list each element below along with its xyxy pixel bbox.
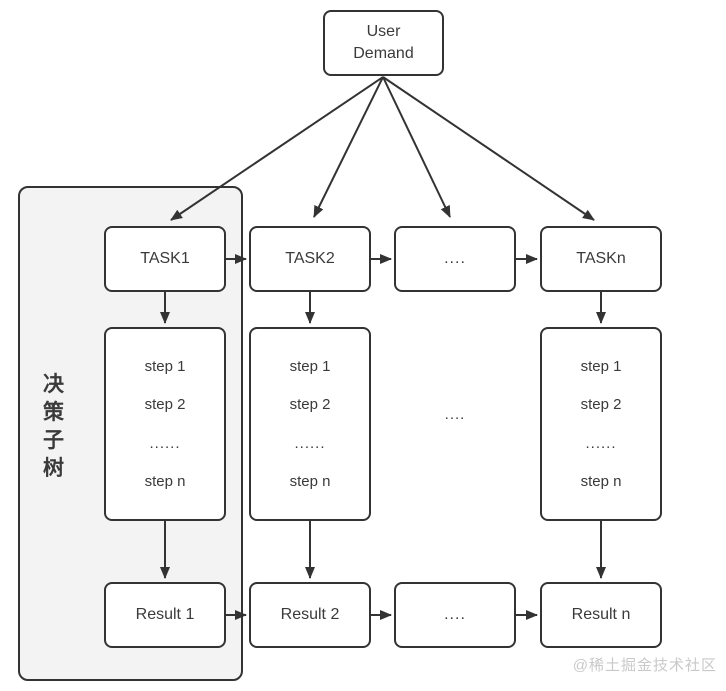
step-line: step 2 (144, 396, 186, 414)
task-ellipsis-node: .... (394, 226, 516, 292)
step-line: step 2 (289, 396, 331, 414)
stepsn-node: step 1 step 2 ...... step n (540, 327, 662, 521)
steps1-node: step 1 step 2 ...... step n (104, 327, 226, 521)
task1-label: TASK1 (140, 250, 190, 267)
task1-node: TASK1 (104, 226, 226, 292)
resultn-label: Result n (571, 606, 631, 623)
result1-label: Result 1 (135, 606, 195, 623)
user-demand-node: User Demand (323, 10, 444, 76)
arrow-root-to-taskn (382, 76, 595, 221)
task2-node: TASK2 (249, 226, 371, 292)
result2-node: Result 2 (249, 582, 371, 648)
step-line: step n (580, 472, 622, 490)
step-ellipsis: ...... (294, 434, 326, 452)
arrow-root-to-task2 (313, 76, 384, 218)
step-line: step n (289, 472, 331, 490)
result2-label: Result 2 (280, 606, 340, 623)
task2-label: TASK2 (285, 250, 335, 267)
taskn-node: TASKn (540, 226, 662, 292)
step-line: step 1 (289, 358, 331, 376)
arrow-root-to-task1 (170, 76, 384, 221)
step-line: step 2 (580, 396, 622, 414)
steps2-node: step 1 step 2 ...... step n (249, 327, 371, 521)
arrow-root-to-task-ellipsis (382, 76, 451, 218)
decision-subtree-label: 决策子树 (43, 373, 64, 480)
resultn-node: Result n (540, 582, 662, 648)
user-demand-label: User Demand (353, 22, 414, 62)
watermark-text: @稀土掘金技术社区 (572, 657, 717, 674)
result-ellipsis-node: .... (394, 582, 516, 648)
taskn-label: TASKn (576, 250, 626, 267)
middle-ellipsis: .... (444, 406, 466, 423)
step-ellipsis: ...... (149, 434, 181, 452)
result1-node: Result 1 (104, 582, 226, 648)
step-line: step 1 (144, 358, 186, 376)
step-line: step n (144, 472, 186, 490)
step-ellipsis: ...... (585, 434, 617, 452)
result-ellipsis-label: .... (444, 606, 466, 623)
step-line: step 1 (580, 358, 622, 376)
task-ellipsis-label: .... (444, 250, 466, 267)
